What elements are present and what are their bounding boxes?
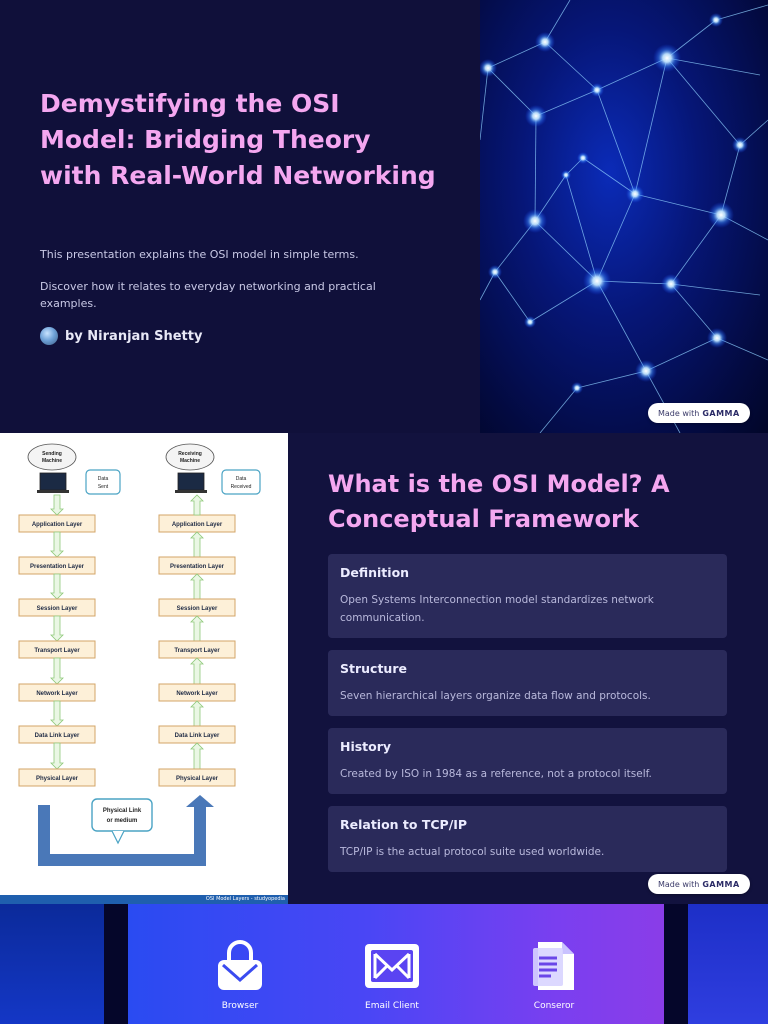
layer-label: Physical Layer <box>36 776 79 782</box>
layer-label: Session Layer <box>37 606 78 612</box>
computer-icon <box>39 472 67 491</box>
layer-label: Network Layer <box>176 691 218 697</box>
intro-paragraph-2: Discover how it relates to everyday netw… <box>40 280 376 310</box>
physical-medium-path: Physical Link or medium <box>38 795 214 866</box>
document-icon <box>533 942 574 990</box>
layer-label: Presentation Layer <box>170 564 225 570</box>
bubble-text: Sent <box>98 484 109 490</box>
up-arrow-icon <box>190 742 204 770</box>
up-arrow-icon <box>190 573 204 600</box>
definition-card: Definition Open Systems Interconnection … <box>328 554 727 638</box>
tcp-ip-relation-card: Relation to TCP/IP TCP/IP is the actual … <box>328 806 727 872</box>
medium-label-1: Physical Link <box>103 808 142 814</box>
down-arrow-icon <box>50 494 64 516</box>
layer-label: Physical Layer <box>176 776 219 782</box>
slide-title: What is the OSI Model? A Conceptual Fram… <box>328 470 670 533</box>
author-avatar <box>40 327 58 345</box>
layer-box <box>158 768 236 787</box>
diagram-footer-bar <box>0 895 288 904</box>
down-arrow-icon <box>50 615 64 642</box>
author-row: by Niranjan Shetty <box>40 327 202 345</box>
up-arrow-icon <box>190 615 204 642</box>
diagram-caption: OSI Model Layers - studyopedia <box>205 896 285 902</box>
receiving-label-1: Receiving <box>178 451 202 457</box>
card-title: Structure <box>340 661 407 676</box>
layer-box <box>18 768 96 787</box>
layer-label: Transport Layer <box>174 648 220 654</box>
card-title: Definition <box>340 565 410 580</box>
up-arrow-icon <box>190 531 204 558</box>
down-arrow-icon <box>50 700 64 727</box>
down-arrow-icon <box>50 742 64 770</box>
up-arrow-icon <box>190 657 204 685</box>
layer-label: Application Layer <box>32 522 83 528</box>
layer-label: Application Layer <box>172 522 223 528</box>
layer-label: Data Link Layer <box>35 733 80 739</box>
network-graph-image <box>480 0 768 433</box>
physical-link-bubble <box>91 798 153 832</box>
title-slide: Demystifying the OSI Model: Bridging The… <box>0 0 768 433</box>
card-title: Relation to TCP/IP <box>340 817 468 832</box>
app-label: Conseror <box>533 1001 575 1011</box>
down-arrow-icon <box>50 573 64 600</box>
down-arrow-icon <box>50 531 64 558</box>
card-text: TCP/IP is the actual protocol suite used… <box>340 846 605 858</box>
sending-machine: Sending Machine Data Sent <box>27 443 121 495</box>
network-nodes <box>480 13 748 394</box>
presentation-title: Demystifying the OSI Model: Bridging The… <box>40 89 436 190</box>
made-with-gamma-badge[interactable]: Made with GAMMA <box>648 403 750 423</box>
app-label: Browser <box>221 1001 259 1011</box>
card-text: Created by ISO in 1984 as a reference, n… <box>340 768 652 780</box>
app-label: Email Client <box>365 1001 419 1011</box>
author-name: by Niranjan Shetty <box>65 328 203 344</box>
badge-prefix: Made with <box>658 408 700 418</box>
applications-slide: Browser Email Client Conseror <box>0 904 768 1024</box>
layer-label: Session Layer <box>177 606 218 612</box>
data-received-bubble <box>221 469 261 495</box>
conseror-app[interactable]: Conseror <box>509 940 599 1012</box>
down-arrow-icon <box>50 657 64 685</box>
medium-label-2: or medium <box>107 818 138 824</box>
layer-label: Network Layer <box>36 691 78 697</box>
up-arrow-icon <box>190 700 204 727</box>
osi-diagram-svg: Sending Machine Data Sent Receiving Mach… <box>18 443 261 866</box>
receiving-machine: Receiving Machine Data Received <box>165 443 261 495</box>
envelope-icon <box>365 944 419 988</box>
made-with-gamma-badge[interactable]: Made with GAMMA <box>648 874 750 894</box>
osi-layers-diagram: Sending Machine Data Sent Receiving Mach… <box>0 433 288 904</box>
data-sent-bubble <box>85 469 121 495</box>
layer-label: Presentation Layer <box>30 564 85 570</box>
up-arrow-icon <box>190 494 204 516</box>
receiving-label-2: Machine <box>180 458 200 464</box>
browser-app[interactable]: Browser <box>195 940 285 1012</box>
layer-label: Transport Layer <box>34 648 80 654</box>
bubble-text: Data <box>236 476 247 482</box>
layer-label: Data Link Layer <box>175 733 220 739</box>
structure-card: Structure Seven hierarchical layers orga… <box>328 650 727 716</box>
card-text: Open Systems Interconnection model stand… <box>340 594 654 624</box>
badge-prefix: Made with <box>658 879 700 889</box>
sending-label-2: Machine <box>42 458 62 464</box>
email-client-app[interactable]: Email Client <box>347 940 437 1012</box>
computer-icon <box>177 472 205 491</box>
gamma-logo-text: GAMMA <box>702 408 740 418</box>
bubble-text: Data <box>98 476 109 482</box>
sending-label-1: Sending <box>42 451 62 457</box>
bubble-text: Received <box>231 484 252 490</box>
card-title: History <box>340 739 392 754</box>
history-card: History Created by ISO in 1984 as a refe… <box>328 728 727 794</box>
card-text: Seven hierarchical layers organize data … <box>340 690 651 702</box>
network-illustration <box>480 0 768 433</box>
gamma-logo-text: GAMMA <box>702 879 740 889</box>
intro-paragraph: This presentation explains the OSI model… <box>40 248 359 261</box>
browser-lock-icon <box>218 940 262 990</box>
osi-definition-slide: Sending Machine Data Sent Receiving Mach… <box>0 433 768 904</box>
